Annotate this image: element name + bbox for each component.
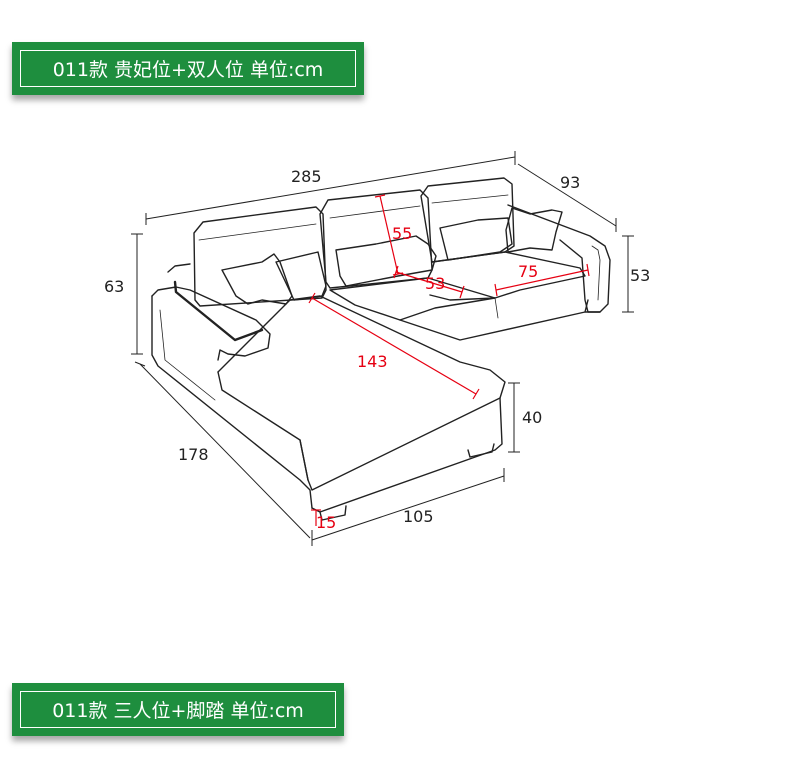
back-cushion-left: [193, 206, 327, 307]
seat-cushion-right: [429, 251, 586, 301]
seat-cushion-middle: [329, 277, 496, 321]
sofa-left-side: [151, 295, 313, 509]
dim-leg-height: 15: [316, 513, 336, 532]
pillow-4: [439, 217, 513, 261]
banner-frame: [20, 50, 356, 87]
dim-seat-height: 40: [522, 408, 542, 427]
pillow-3: [335, 235, 437, 287]
chaise-leg-left: [319, 505, 347, 521]
sofa-outline: [151, 177, 611, 521]
chaise-leg-right: [467, 443, 495, 458]
section-banner-bottom: 011款 三人位+脚踏 单位:cm: [12, 683, 344, 736]
dim-chaise-length: 143: [357, 352, 388, 371]
inner-dimension-lines: [308, 194, 590, 526]
banner-frame: [20, 691, 336, 728]
dim-depth: 93: [560, 173, 580, 192]
right-arm: [507, 204, 611, 313]
banner-title: 011款 三人位+脚踏 单位:cm: [52, 700, 304, 722]
dim-chaise-depth: 178: [178, 445, 209, 464]
dim-total-width: 285: [291, 167, 322, 186]
dimension-lines: [131, 151, 634, 546]
chaise-front: [311, 397, 503, 513]
dim-back-height: 55: [392, 224, 412, 243]
left-arm: [151, 286, 271, 361]
dim-seat-width-right: 75: [518, 262, 538, 281]
dim-height-left: 63: [104, 277, 124, 296]
dim-chaise-width: 105: [403, 507, 434, 526]
pillow-5: [505, 207, 563, 253]
pillow-2: [275, 251, 327, 301]
dim-height-right: 53: [630, 266, 650, 285]
left-arm-top: [167, 263, 191, 273]
back-cushion-right: [420, 177, 515, 263]
pillow-1: [221, 253, 293, 305]
banner-title: 011款 贵妃位+双人位 单位:cm: [52, 59, 324, 81]
base-front: [399, 299, 589, 341]
chaise-cushion: [217, 295, 506, 491]
dim-seat-width: 53: [425, 274, 445, 293]
section-banner-top: 011款 贵妃位+双人位 单位:cm: [12, 42, 364, 95]
